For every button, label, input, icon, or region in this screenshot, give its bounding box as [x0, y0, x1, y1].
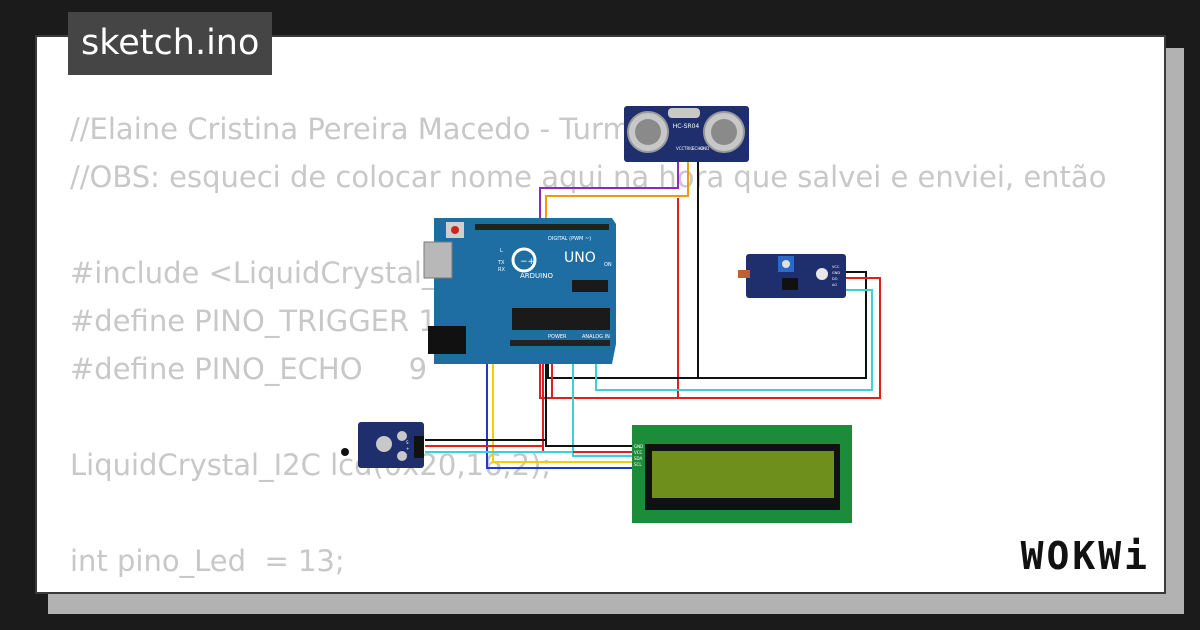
rx-label: RX	[498, 267, 505, 273]
on-label: ON	[604, 262, 612, 268]
pin-label: VCC	[832, 265, 840, 269]
pin-label: DO	[832, 277, 838, 281]
pin-label: ECHO	[692, 146, 703, 151]
wire-black-lcd	[545, 354, 652, 447]
tx-label: TX	[497, 260, 505, 266]
ultrasonic-label: HC-SR04	[673, 123, 700, 130]
pin-label: SCL	[634, 462, 642, 467]
ultrasonic-sensor[interactable]: HC-SR04 VCC TRIG ECHO GND	[624, 106, 749, 162]
pin-label: GND	[634, 444, 643, 449]
wire-black-ldr	[548, 271, 867, 379]
file-title[interactable]: sketch.ino	[68, 12, 273, 75]
board-name: UNO	[564, 250, 596, 266]
code-line: //OBS: esqueci de colocar nome aqui na h…	[70, 160, 1107, 194]
wire-orange	[545, 150, 689, 224]
wire-red-ldr	[551, 277, 881, 399]
wire-purple	[539, 150, 679, 224]
temperature-module[interactable]: S + -	[341, 422, 424, 468]
wire-cyan-temp	[572, 354, 652, 457]
pin-label: SDA	[634, 456, 643, 461]
pin-label: -	[406, 452, 408, 457]
pin-label: +	[406, 446, 409, 451]
code-line: int pino_Led = 13;	[70, 544, 345, 578]
code-line: #define PINO_ECHO 9	[70, 352, 428, 386]
pin-label: S	[406, 440, 409, 445]
digital-label: DIGITAL (PWM ~)	[548, 236, 591, 242]
svg-text:−+: −+	[520, 257, 535, 267]
power-label: POWER	[548, 334, 567, 340]
lcd-display[interactable]: GND VCC SDA SCL	[632, 425, 852, 523]
pin-label: VCC	[676, 146, 685, 151]
analog-label: ANALOG IN	[582, 334, 610, 340]
pin-label: GND	[700, 146, 709, 151]
pin-label: TRIG	[683, 146, 694, 151]
board-brand: ARDUINO	[520, 272, 553, 280]
wire-cyan-ldr	[595, 289, 873, 391]
wokwi-logo: WOKWi	[1020, 534, 1150, 578]
arduino-uno[interactable]: −+ UNO ARDUINO DIGITAL (PWM ~) POWER ANA…	[423, 218, 616, 364]
pin-label: AO	[832, 283, 837, 287]
l-label: L	[500, 248, 503, 254]
ldr-module[interactable]: VCC GND DO AO	[738, 254, 846, 298]
pin-label: VCC	[634, 450, 643, 455]
pin-label: GND	[832, 271, 840, 275]
